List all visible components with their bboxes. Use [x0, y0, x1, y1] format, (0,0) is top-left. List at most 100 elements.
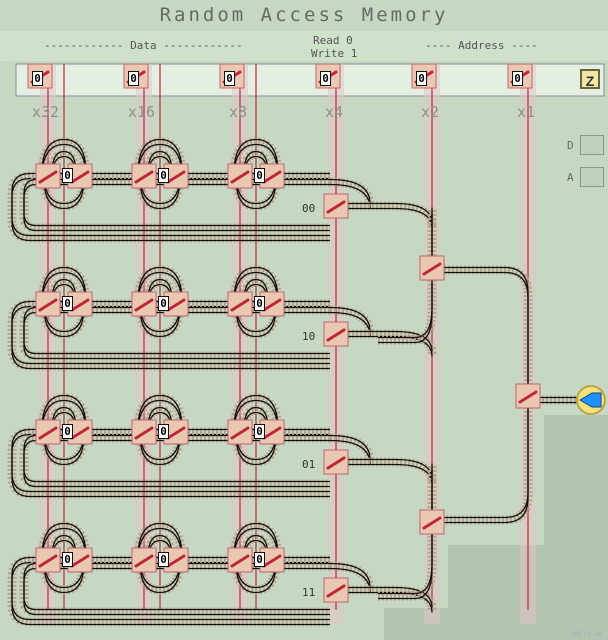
switch-box — [35, 291, 61, 317]
track-ties — [19, 433, 330, 489]
switch-lever — [230, 298, 250, 312]
track-ties — [427, 210, 533, 400]
memory-cell-bit[interactable]: 0 — [62, 296, 73, 311]
switch-lever — [70, 426, 90, 440]
track-rail — [233, 399, 279, 435]
switch-lever — [38, 170, 58, 184]
memory-cell-bit[interactable]: 0 — [254, 168, 265, 183]
switch-lever — [326, 584, 346, 598]
page-title: Random Access Memory — [159, 4, 449, 26]
track-ties — [340, 585, 437, 611]
weight-label-4: x4 — [325, 103, 344, 121]
memory-cell-bit[interactable]: 0 — [158, 296, 169, 311]
track-rail — [137, 399, 183, 435]
memory-cell-bit[interactable]: 0 — [254, 552, 265, 567]
switch-lever — [262, 554, 282, 568]
a-indicator — [580, 167, 604, 187]
track-rail — [378, 282, 433, 344]
memory-cell-bit[interactable]: 0 — [254, 424, 265, 439]
row-address-label: 10 — [302, 330, 316, 343]
track-rail — [233, 266, 279, 302]
switch-lever — [230, 426, 250, 440]
track-rail — [233, 271, 279, 307]
switch-lever — [230, 554, 250, 568]
track-rail — [378, 527, 433, 595]
memory-cell-bit[interactable]: 0 — [62, 552, 73, 567]
track-ties — [7, 171, 330, 243]
track-rail — [147, 406, 173, 430]
address-bit-1[interactable]: 0 — [512, 71, 523, 86]
track-rail — [431, 207, 529, 398]
track-rail — [233, 522, 279, 558]
switch-lever — [422, 262, 442, 276]
memory-cell-bit[interactable]: 0 — [254, 296, 265, 311]
memory-cell-bit[interactable]: 0 — [62, 424, 73, 439]
data-bit-32[interactable]: 0 — [32, 71, 43, 86]
switch-lever — [262, 298, 282, 312]
track-rail — [243, 406, 269, 430]
track-rail — [147, 150, 173, 174]
track-ties — [340, 329, 437, 355]
track-ties — [427, 405, 533, 525]
memory-cell-bit[interactable]: 0 — [62, 168, 73, 183]
track-rail — [431, 407, 529, 524]
switch-lever — [166, 426, 186, 440]
track-ties — [39, 175, 89, 211]
switch-lever — [326, 456, 346, 470]
train-icon[interactable] — [576, 385, 606, 415]
switch-lever — [70, 170, 90, 184]
switch-lever — [38, 298, 58, 312]
data-bit-8[interactable]: 0 — [224, 71, 235, 86]
switch-lever — [70, 554, 90, 568]
track-rail — [340, 207, 433, 229]
track-ties — [39, 559, 89, 595]
track-ties — [231, 559, 281, 595]
memory-cell-bit[interactable]: 0 — [158, 424, 169, 439]
switch-lever — [230, 170, 250, 184]
switch-lever — [134, 298, 154, 312]
switch-lever — [38, 554, 58, 568]
memory-cell-bit[interactable]: 0 — [158, 168, 169, 183]
switch-lever — [262, 426, 282, 440]
reset-button[interactable]: Z — [580, 69, 600, 89]
track-ties — [39, 303, 89, 339]
address-bit-2[interactable]: 0 — [416, 71, 427, 86]
data-bit-16[interactable]: 0 — [128, 71, 139, 86]
track-rail — [378, 532, 433, 600]
track-rail — [51, 150, 77, 174]
track-rail — [41, 394, 87, 430]
track-ties — [231, 175, 281, 211]
track-rail — [23, 183, 330, 232]
track-rail — [340, 330, 433, 352]
track-rail — [340, 586, 433, 608]
weight-label-1: x1 — [517, 103, 536, 121]
track-ties — [39, 431, 89, 467]
weight-label-8: x8 — [229, 103, 248, 121]
track-rail — [147, 278, 173, 302]
switch-box — [227, 163, 253, 189]
input-panel — [15, 63, 605, 97]
bit-columns — [40, 64, 536, 624]
row-address-label: 00 — [302, 202, 316, 215]
read-label: Read 0 — [313, 34, 353, 47]
switch-lever — [38, 426, 58, 440]
d-indicator — [580, 135, 604, 155]
track-ties — [378, 530, 437, 601]
memory-cell-bit[interactable]: 0 — [158, 552, 169, 567]
track-rail — [137, 522, 183, 558]
track-ties — [135, 303, 185, 339]
track-rail — [43, 434, 85, 466]
track-rail — [329, 434, 371, 460]
track-rail — [41, 271, 87, 307]
track-ties — [378, 280, 437, 345]
track-rail — [329, 178, 371, 204]
track-rail — [243, 278, 269, 302]
track-rail — [23, 311, 330, 360]
track-rail — [235, 306, 277, 338]
track-rail — [23, 439, 330, 488]
track-rail — [43, 178, 85, 210]
track-rail — [137, 271, 183, 307]
switch-lever — [262, 170, 282, 184]
read-write-bit[interactable]: 0 — [320, 71, 331, 86]
